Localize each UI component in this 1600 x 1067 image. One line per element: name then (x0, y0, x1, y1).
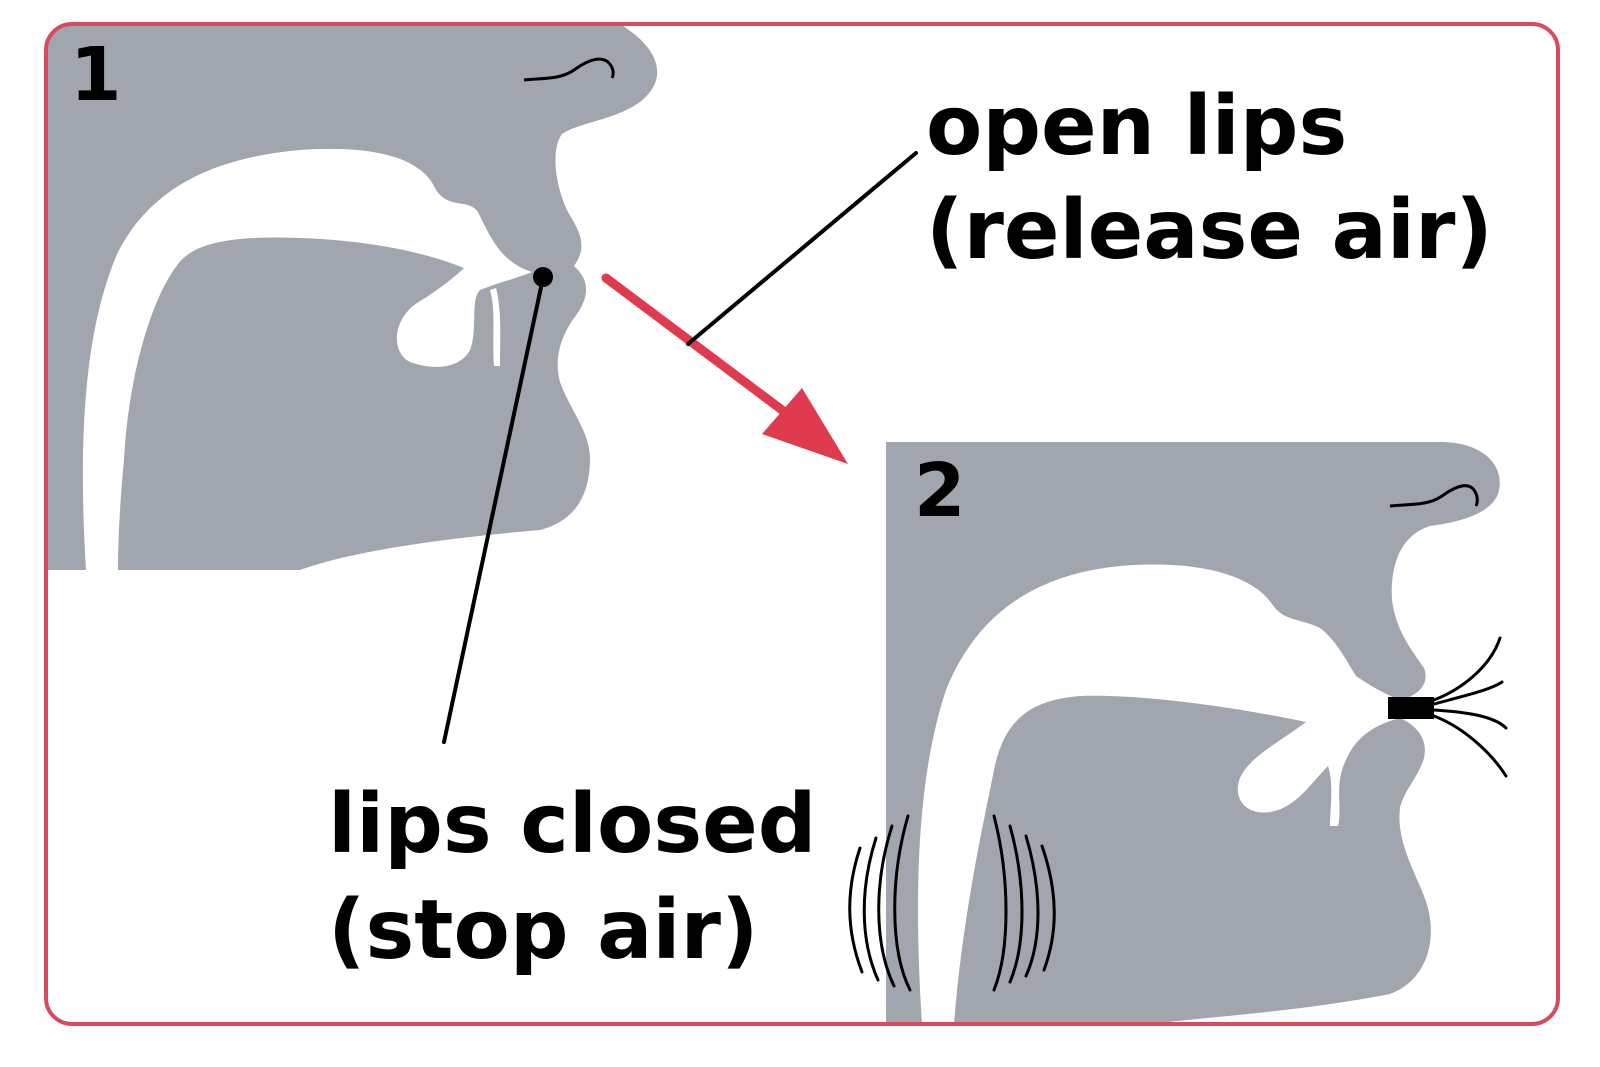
panel-2-head-profile (886, 442, 1500, 1024)
lips-closed-label-line1: lips closed (328, 777, 816, 872)
panel-1-number: 1 (70, 32, 122, 118)
air-burst-icon (1434, 638, 1506, 776)
red-arrow-icon (606, 278, 848, 464)
panel-2-lip-opening (1388, 697, 1434, 719)
open-lips-label-line1: open lips (926, 79, 1347, 174)
lips-closed-label-line2: (stop air) (328, 883, 758, 978)
open-lips-pointer (688, 153, 916, 344)
open-lips-label-line2: (release air) (926, 183, 1493, 278)
panel-2-number: 2 (914, 448, 966, 534)
panel-1-head-profile (46, 24, 657, 570)
